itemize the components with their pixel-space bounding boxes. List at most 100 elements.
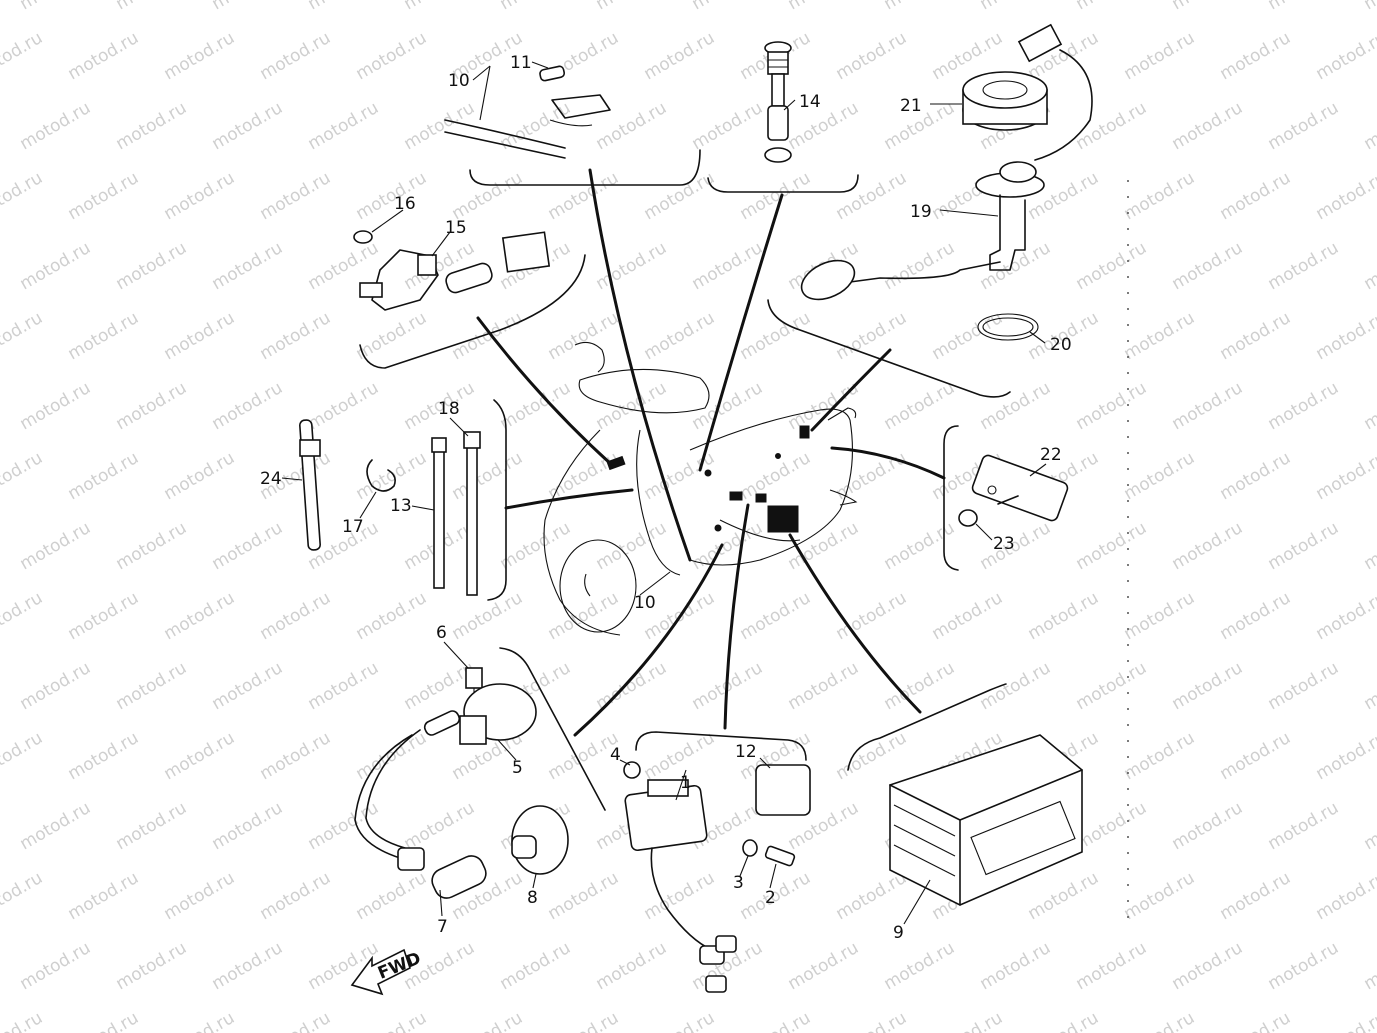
watermark-text: motod.ru — [1025, 868, 1103, 924]
fwd-arrow-icon — [350, 948, 411, 996]
tick-9 — [903, 879, 931, 925]
watermark-text: motod.ru — [1025, 588, 1103, 644]
harness-wire-a — [444, 119, 566, 149]
watermark-text: motod.ru — [257, 868, 335, 924]
callout-ticks — [281, 61, 1047, 925]
battery-marker — [767, 505, 799, 533]
relay-connector — [501, 231, 551, 273]
watermark-text: motod.ru — [401, 98, 479, 154]
reflector-stud — [997, 495, 1019, 505]
holder-wire — [549, 119, 593, 127]
cap-8-stem — [511, 835, 537, 859]
cdi-wire — [650, 847, 713, 951]
fuel-sender-marker — [799, 425, 810, 439]
reflector-hole — [987, 485, 997, 495]
leader-battery — [788, 533, 922, 714]
sender-arm — [989, 194, 1026, 271]
front-wheel-hub — [584, 573, 591, 597]
watermark-text: motod.ru — [497, 0, 575, 14]
callout-15: 15 — [445, 218, 467, 238]
watermark-text: motod.ru — [833, 28, 911, 84]
tick-19 — [939, 209, 999, 217]
watermark-text: motod.ru — [1073, 238, 1151, 294]
watermark-text: motod.ru — [1361, 658, 1377, 714]
watermark-text: motod.ru — [1313, 728, 1377, 784]
watermark-text: motod.ru — [1361, 518, 1377, 574]
watermark-text: motod.ru — [401, 0, 479, 14]
watermark-text: motod.ru — [17, 238, 95, 294]
bracket-relay — [359, 254, 586, 369]
watermark-text: motod.ru — [737, 588, 815, 644]
watermark-text: motod.ru — [593, 98, 671, 154]
leader-lines — [476, 168, 946, 737]
battery-body — [889, 734, 1083, 906]
watermark-text: motod.ru — [449, 168, 527, 224]
watermark-text: motod.ru — [1073, 658, 1151, 714]
watermark-text: motod.ru — [305, 798, 383, 854]
watermark-text: motod.ru — [17, 0, 95, 14]
leader-reflector — [830, 446, 946, 480]
watermark-text: motod.ru — [593, 378, 671, 434]
fuse — [539, 65, 566, 82]
watermark-text: motod.ru — [929, 1008, 1007, 1033]
body-rear — [689, 408, 854, 566]
part-ignition-coil — [354, 667, 569, 899]
watermark-text: motod.ru — [785, 938, 863, 994]
watermark-text: motod.ru — [161, 728, 239, 784]
watermark-text: motod.ru — [209, 378, 287, 434]
watermark-text: motod.ru — [1217, 868, 1295, 924]
callout-7: 7 — [437, 917, 448, 937]
watermark-text: motod.ru — [1361, 0, 1377, 14]
watermark-text: motod.ru — [737, 1008, 815, 1033]
watermark-text: motod.ru — [497, 938, 575, 994]
part-fuel-sender — [800, 23, 1093, 341]
sender-cap-19 — [999, 161, 1037, 183]
callout-9: 9 — [893, 923, 904, 943]
watermark-text: motod.ru — [1073, 378, 1151, 434]
bracket-fuel-sender — [767, 299, 1011, 398]
watermark-text: motod.ru — [257, 308, 335, 364]
clamp-17 — [366, 459, 396, 492]
tick-11 — [531, 61, 549, 69]
tick-14 — [783, 99, 796, 111]
callout-1: 1 — [680, 773, 691, 793]
cdi-connector-b — [715, 935, 737, 953]
watermark-text: motod.ru — [161, 448, 239, 504]
watermark-text: motod.ru — [1361, 98, 1377, 154]
watermark-text: motod.ru — [545, 1008, 623, 1033]
watermark-text: motod.ru — [449, 308, 527, 364]
relay-bracket — [371, 249, 439, 311]
watermark-text: motod.ru — [689, 518, 767, 574]
regulator-marker — [755, 493, 767, 503]
watermark-text: motod.ru — [1361, 798, 1377, 854]
watermark-text: motod.ru — [113, 98, 191, 154]
watermark-text: motod.ru — [353, 168, 431, 224]
watermark-text: motod.ru — [1313, 1008, 1377, 1033]
sender-body — [767, 51, 789, 75]
tick-17 — [359, 491, 377, 519]
relay-clip — [359, 282, 383, 298]
part-battery-9 — [889, 734, 1083, 906]
float — [800, 259, 856, 301]
watermark-text: motod.ru — [65, 28, 143, 84]
watermark-text: motod.ru — [161, 588, 239, 644]
watermark-text: motod.ru — [353, 868, 431, 924]
o-ring-20 — [977, 313, 1039, 341]
watermark-text: motod.ru — [929, 588, 1007, 644]
watermark-text: motod.ru — [641, 308, 719, 364]
bracket-bands — [487, 399, 507, 601]
part-cdi-unit — [623, 761, 811, 993]
watermark-text: motod.ru — [833, 728, 911, 784]
callout-labels: 1 2 3 4 5 6 7 8 9 10 10 11 12 13 14 15 1… — [260, 53, 1072, 943]
fuel-connector — [1017, 23, 1063, 63]
watermark-text: motod.ru — [17, 378, 95, 434]
part-cable-ties — [431, 431, 481, 596]
watermark-text: motod.ru — [257, 1008, 335, 1033]
battery-line-1 — [893, 804, 956, 837]
watermark-text: motod.ru — [1217, 168, 1295, 224]
watermark-text: motod.ru — [785, 98, 863, 154]
watermark-text: motod.ru — [593, 518, 671, 574]
watermark-text: motod.ru — [0, 448, 46, 504]
watermark-text: motod.ru — [1121, 28, 1199, 84]
